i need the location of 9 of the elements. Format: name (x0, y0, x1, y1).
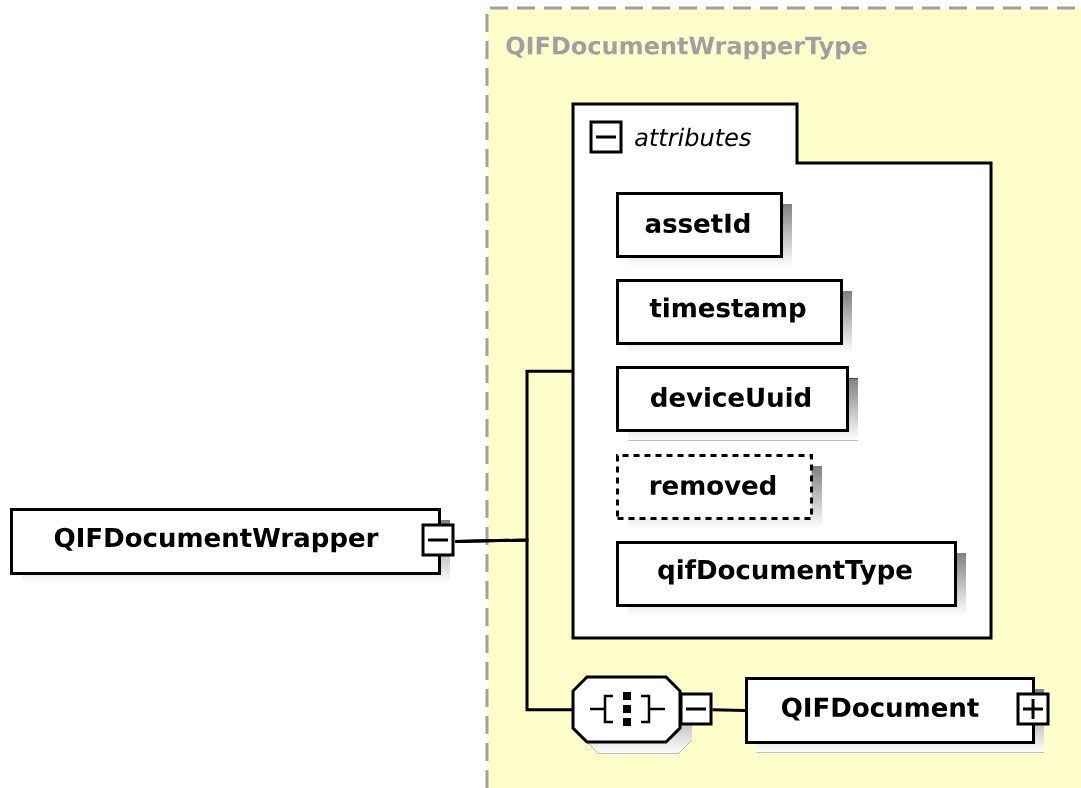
attribute-box: assetId (616, 192, 792, 267)
element-box: QIFDocument (745, 677, 1044, 753)
element-box: QIFDocumentWrapper (10, 508, 450, 584)
connector-line (712, 708, 746, 712)
attribute-box: deviceUuid (616, 366, 858, 441)
attribute-box: timestamp (616, 279, 852, 354)
optional-attribute-box: removed (616, 454, 822, 529)
connector-line (455, 538, 573, 712)
attribute-box: qifDocumentType (616, 541, 966, 616)
